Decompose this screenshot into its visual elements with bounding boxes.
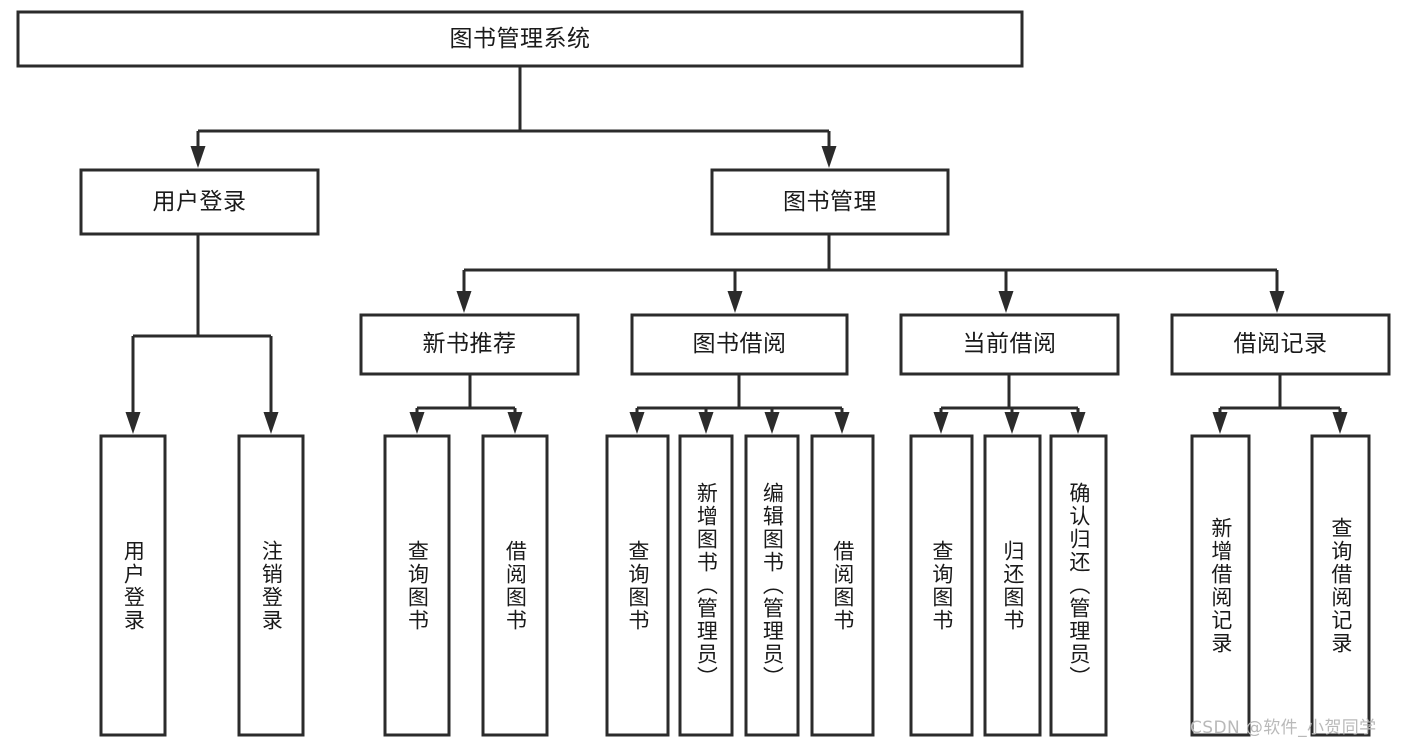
node-box-book-borrow — [630, 313, 849, 376]
node-box-leaf-add-borrow-record — [1190, 434, 1251, 737]
node-box-borrow-record — [1170, 313, 1391, 376]
arrowhead-arrow-book-management — [821, 146, 837, 168]
node-box-root — [16, 10, 1024, 68]
arrowhead-arrow-book-borrow — [727, 291, 743, 313]
node-box-leaf-user-login — [99, 434, 167, 737]
arrowhead-arrow-leaf-query-record — [1332, 412, 1348, 434]
arrowhead-arrow-leaf-query-cb — [933, 412, 949, 434]
connector-layer — [125, 66, 1348, 434]
node-box-leaf-query-book-new — [383, 434, 451, 737]
node-box-leaf-query-borrow-record — [1310, 434, 1371, 737]
arrowhead-arrow-new-book — [456, 291, 472, 313]
node-box-leaf-add-book-admin — [678, 434, 734, 737]
node-box-new-book-recommend — [359, 313, 580, 376]
arrowhead-arrow-leaf-add-book — [698, 412, 714, 434]
node-box-leaf-query-book-current — [909, 434, 974, 737]
arrowhead-arrow-leaf-add-record — [1212, 412, 1228, 434]
arrowhead-arrow-leaf-confirm-return — [1070, 412, 1086, 434]
arrowhead-arrow-current-borrow — [998, 291, 1014, 313]
node-box-leaf-logout — [237, 434, 305, 737]
node-box-book-management — [710, 168, 950, 236]
arrowhead-arrow-leaf-query-bb — [629, 412, 645, 434]
arrowhead-arrow-leaf-borrow-new — [507, 412, 523, 434]
arrowhead-arrow-leaf-borrow-bb — [834, 412, 850, 434]
node-box-leaf-return-book — [983, 434, 1042, 737]
node-box-leaf-edit-book-admin — [744, 434, 800, 737]
node-box-user-login — [79, 168, 320, 236]
node-box-leaf-query-book-borrow — [605, 434, 670, 737]
node-box-leaf-borrow-book — [810, 434, 875, 737]
arrowhead-arrow-leaf-return — [1004, 412, 1020, 434]
arrowhead-arrow-borrow-record — [1269, 291, 1285, 313]
arrowhead-arrow-leaf-edit-book — [764, 412, 780, 434]
node-box-current-borrow — [899, 313, 1120, 376]
arrowhead-arrow-user-login — [190, 146, 206, 168]
node-box-leaf-confirm-return-admin — [1049, 434, 1108, 737]
node-box-leaf-borrow-book-new — [481, 434, 549, 737]
arrowhead-arrow-leaf-user-login — [125, 412, 141, 434]
arrowhead-arrow-leaf-query-new — [409, 412, 425, 434]
box-layer — [16, 10, 1391, 737]
arrowhead-arrow-leaf-logout — [263, 412, 279, 434]
watermark: CSDN @软件_小贺同学 — [1190, 718, 1377, 738]
